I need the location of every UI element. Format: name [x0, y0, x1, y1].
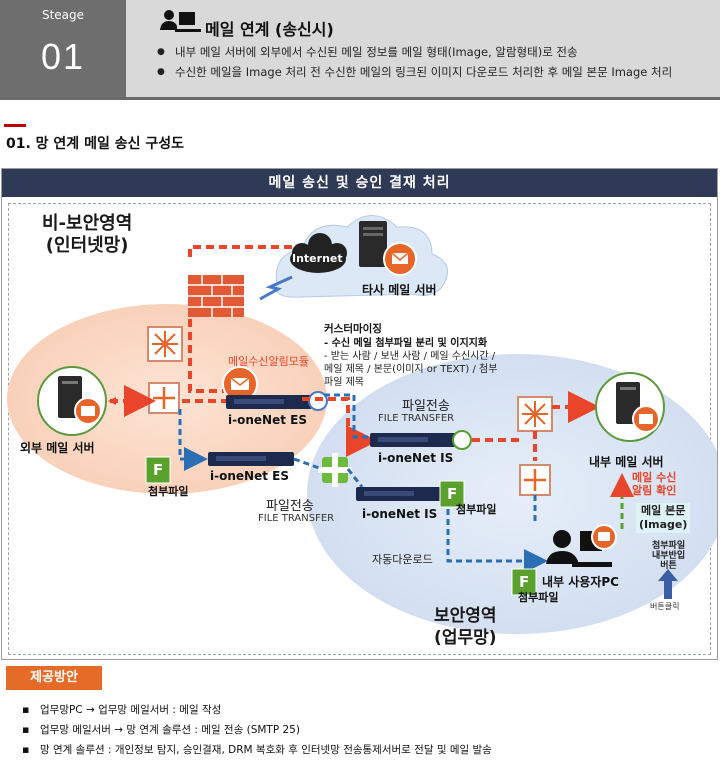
mail-receive-confirm-label: 메일 수신 알림 확인	[632, 471, 677, 497]
ione-es-bottom-label: i-oneNet ES	[210, 469, 289, 483]
external-router-icon	[148, 382, 180, 414]
diagram-border	[8, 203, 711, 655]
ione-is-top-label: i-oneNet IS	[378, 451, 454, 465]
zone-internal-label: 보안영역 (업무망)	[434, 606, 497, 648]
internet-label: Internet	[292, 252, 343, 265]
blue-flow-is-to-pc	[446, 499, 548, 573]
puzzle-connector-icon	[318, 453, 352, 487]
file-badge-1: F	[153, 461, 164, 479]
lightning-icon	[259, 275, 293, 301]
external-mail-server-icon	[37, 366, 107, 436]
ione-is-bottom-label: i-oneNet IS	[362, 507, 438, 521]
customizing-line-4: 파일 제목	[324, 377, 364, 388]
section-title: 01. 망 연계 메일 송신 구성도	[6, 136, 184, 152]
ione-is-bottom-device	[356, 487, 442, 501]
other-mail-server-icon	[359, 221, 417, 276]
stage-bullets: 내부 메일 서버에 외부에서 수신된 메일 정보를 메일 형태(Image, 알…	[155, 42, 715, 82]
stage-bullet-2: 수신한 메일을 Image 처리 전 수신한 메일의 링크된 이미지 다운로드 …	[155, 62, 715, 82]
external-switch-icon	[147, 326, 183, 362]
blue-flow-es-to-is	[324, 393, 370, 439]
provision-item: 망 연계 솔루션 : 개인정보 탐지, 승인결재, DRM 복호화 후 인터넷망…	[22, 740, 492, 760]
button-click-label: 버튼클릭	[650, 602, 680, 611]
stage-number: 01	[40, 36, 86, 77]
internal-user-pc-icon	[546, 524, 617, 567]
firewall-icon	[188, 275, 244, 317]
file-badge-3: F	[519, 573, 530, 591]
stage-label: Steage	[41, 8, 85, 22]
mail-body-label: 메일 본문 (Image)	[636, 503, 691, 533]
file-transfer-bottom-ko: 파일전송	[266, 499, 314, 514]
auto-download-label: 자동다운로드	[372, 553, 433, 566]
ione-es-bottom-device	[208, 452, 294, 466]
internal-router-icon	[519, 464, 551, 496]
provision-title: 제공방안	[6, 666, 102, 690]
mail-alarm-module-label: 메일수신알림모듈	[228, 355, 309, 368]
button-click-arrow-icon	[658, 569, 678, 599]
stage-box: Steage 01	[0, 0, 126, 97]
customizing-line-2: - 받는 사람 / 보낸 사람 / 메일 수신시간 /	[324, 351, 496, 362]
red-flow-fw-to-es	[188, 319, 234, 393]
diagram-frame: 메일 송신 및 승인 결재 처리	[1, 168, 718, 660]
provision-item: 업무망PC → 업무망 메일서버 : 메일 작성	[22, 700, 492, 720]
external-mail-server-label: 외부 메일 서버	[20, 441, 95, 455]
ione-is-top-device	[370, 430, 472, 450]
mail-alarm-icon	[222, 366, 258, 402]
other-mail-server-label: 타사 메일 서버	[362, 283, 437, 297]
internal-mail-server-label: 내부 메일 서버	[589, 455, 664, 469]
file-transfer-bottom-en: FILE TRANSFER	[258, 513, 335, 524]
internal-switch-icon	[517, 396, 553, 432]
file-transfer-top-en: FILE TRANSFER	[378, 413, 455, 424]
user-computer-icon	[157, 8, 201, 38]
internet-link	[188, 245, 302, 257]
provision-list: 업무망PC → 업무망 메일서버 : 메일 작성 업무망 메일서버 → 망 연계…	[22, 700, 492, 760]
attachment-file-icon-1	[145, 456, 171, 484]
attachment-label-1: 첨부파일	[148, 485, 189, 498]
stage-title: 메일 연계 (송신시)	[205, 20, 334, 39]
internal-user-pc-label: 내부 사용자PC	[542, 575, 619, 589]
red-flow-es-to-is	[302, 397, 378, 457]
network-diagram	[7, 215, 717, 634]
ione-es-top-label: i-oneNet ES	[228, 413, 307, 427]
customizing-line-1: - 수신 메일 첨부파일 분리 및 이지지화	[324, 338, 488, 349]
attachment-label-2: 첨부파일	[456, 503, 497, 516]
provision-item: 업무망 메일서버 → 망 연계 솔루션 : 메일 전송 (SMTP 25)	[22, 720, 492, 740]
diagram-banner: 메일 송신 및 승인 결재 처리	[2, 169, 717, 197]
customizing-line-3: 메일 제목 / 본문(이미지 or TEXT) / 첨부	[324, 364, 498, 375]
file-transfer-top-ko: 파일전송	[402, 399, 450, 414]
section-accent-bar	[4, 124, 26, 127]
internet-icon	[290, 233, 347, 273]
attachment-label-3: 첨부파일	[518, 591, 559, 604]
customizing-title: 커스터마이징	[324, 323, 382, 335]
internal-mail-server-icon	[595, 372, 665, 442]
zone-external-label: 비-보안영역 (인터넷망)	[42, 213, 133, 256]
stage-header: Steage 01 메일 연계 (송신시) 내부 메일 서버에 외부에서 수신된…	[0, 0, 720, 100]
attachment-internal-button-label: 첨부파일 내부반입 버튼	[652, 541, 686, 571]
stage-bullet-1: 내부 메일 서버에 외부에서 수신된 메일 정보를 메일 형태(Image, 알…	[155, 42, 715, 62]
attachment-file-icon-2	[439, 480, 465, 508]
blue-flow-external-to-es	[178, 409, 208, 471]
file-badge-2: F	[447, 485, 458, 503]
attachment-file-icon-3	[511, 568, 537, 596]
